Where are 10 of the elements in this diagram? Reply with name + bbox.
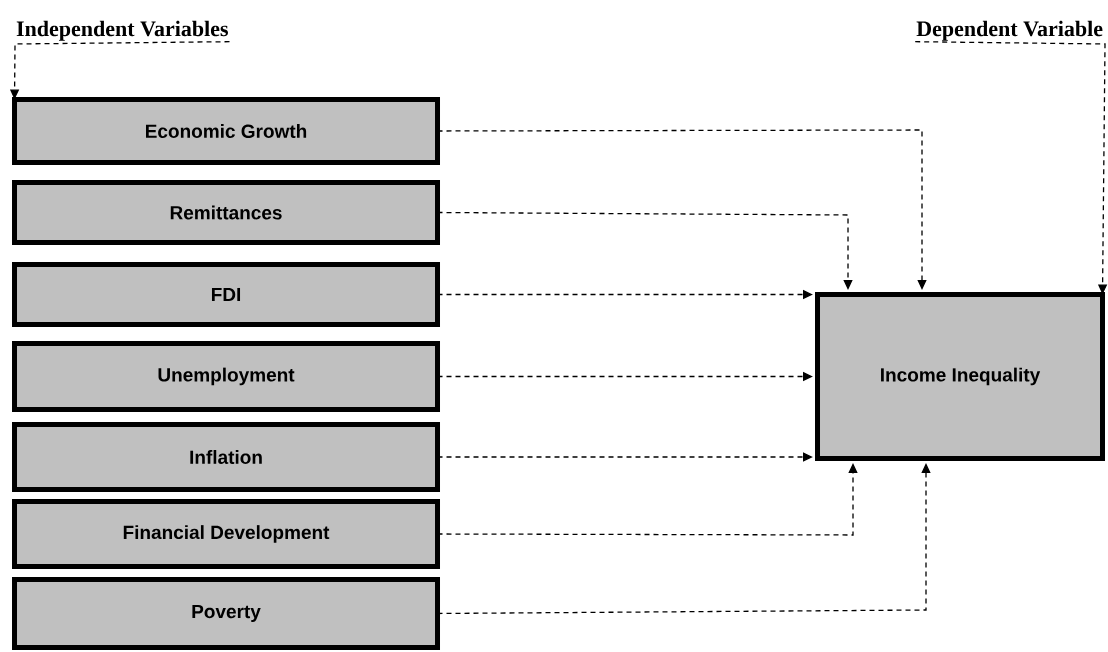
variable-box: Unemployment xyxy=(12,341,440,412)
outcome-box: Income Inequality xyxy=(815,292,1105,461)
variable-box: Financial Development xyxy=(12,499,440,569)
variable-box: FDI xyxy=(12,262,440,327)
heading: Dependent Variable xyxy=(916,20,1103,41)
variable-box: Poverty xyxy=(12,577,440,650)
heading: Independent Variables xyxy=(16,20,228,41)
variable-box: Remittances xyxy=(12,180,440,245)
variable-box: Economic Growth xyxy=(12,97,440,165)
variable-box: Inflation xyxy=(12,422,440,492)
